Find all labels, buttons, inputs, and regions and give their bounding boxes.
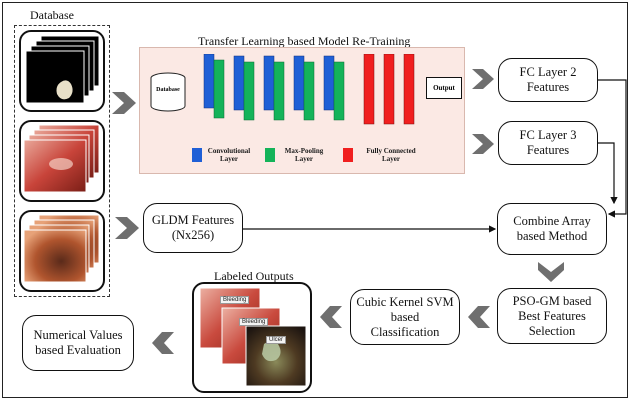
fc2-features-box: FC Layer 2 Features — [498, 58, 598, 102]
tl-database-label: Database — [156, 87, 180, 93]
chevron-left-icon — [320, 306, 342, 328]
svm-classification-box: Cubic Kernel SVM based Classification — [350, 289, 460, 345]
label-tag-bleeding-2: Bleeding — [239, 318, 269, 326]
chevron-down-icon — [538, 262, 564, 282]
fc-layer — [363, 54, 375, 125]
chevron-left-icon — [468, 306, 490, 328]
database-group — [14, 25, 110, 297]
label-tag-bleeding-1: Bleeding — [220, 296, 250, 304]
legend-fc-swatch — [343, 148, 353, 162]
cnn-layers — [203, 54, 415, 125]
chevron-right-icon — [472, 134, 494, 154]
evaluation-box: Numerical Values based Evaluation — [22, 315, 134, 371]
database-title: Database — [30, 8, 74, 22]
bleeding-stack-image — [23, 124, 100, 193]
chevron-right-icon — [112, 92, 136, 114]
database-cylinder-icon — [150, 72, 186, 112]
outer-frame — [2, 2, 628, 398]
tl-title: Transfer Learning based Model Re-Trainin… — [198, 34, 411, 48]
legend-conv-label: Convolutional Layer — [207, 147, 251, 163]
legend-fc-label: Fully Connected Layer — [366, 147, 416, 163]
labeled-outputs-title: Labeled Outputs — [214, 269, 294, 283]
fc-layer — [383, 54, 395, 125]
pool-layer — [333, 61, 345, 121]
chevron-left-icon — [152, 332, 174, 354]
mask-stack-image — [25, 35, 100, 104]
legend-conv-swatch — [192, 148, 202, 162]
fc3-features-box: FC Layer 3 Features — [498, 121, 598, 165]
legend-pool-swatch — [265, 148, 275, 162]
fc-layer — [403, 54, 415, 125]
pool-layer — [303, 61, 315, 121]
chevron-right-icon — [115, 217, 139, 239]
ulcer-stack-image — [23, 214, 100, 283]
chevron-right-icon — [472, 69, 494, 89]
pool-layer — [273, 61, 285, 121]
combine-array-box: Combine Array based Method — [497, 203, 607, 255]
gldm-features-box: GLDM Features (Nx256) — [143, 203, 243, 253]
labeled-outputs-card: Bleeding Bleeding Ulcer — [192, 282, 312, 393]
labeled-outputs-image — [199, 287, 307, 387]
bleeding-stack-card — [19, 120, 105, 202]
label-tag-ulcer: Ulcer — [266, 336, 287, 344]
tl-output-box: Output — [426, 77, 462, 99]
pso-gm-box: PSO-GM based Best Features Selection — [497, 288, 607, 344]
pool-layer — [243, 61, 255, 121]
pool-layer — [213, 59, 225, 119]
mask-stack-card — [19, 30, 105, 112]
ulcer-stack-card — [19, 210, 105, 292]
legend-pool-label: Max-Pooling Layer — [284, 147, 324, 163]
layer-group-1 — [203, 54, 415, 125]
